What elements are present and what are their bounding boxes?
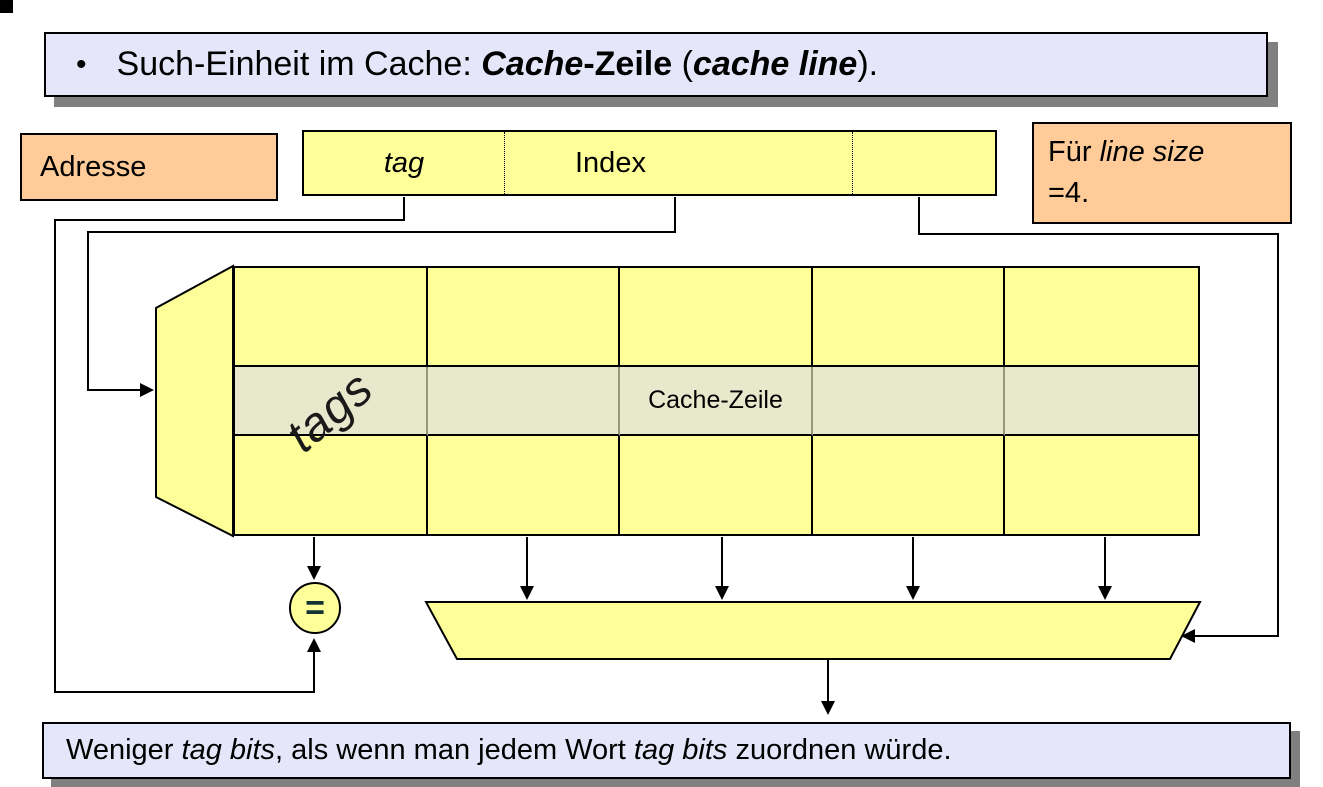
adresse-label-box: Adresse [20,133,278,201]
cache-cell [812,268,1006,367]
cache-cell [1005,268,1198,367]
equals-symbol: = [305,588,325,627]
cache-cell [813,436,1006,534]
address-field-tag: tag [304,132,505,194]
word-arrowhead [520,586,534,600]
line-size-note-line1: Für line size [1048,136,1205,168]
cache-line-label-cell: Cache-Zeile [620,367,813,436]
index-connector-arrowhead [140,383,154,397]
offset-connector-arrowhead [1181,629,1195,643]
index-connector-line [87,197,676,391]
bottom-note-text: Weniger tag bits, als wenn man jedem Wor… [66,734,952,766]
title-box: • Such-Einheit im Cache: Cache-Zeile (ca… [44,32,1268,97]
cache-line-cell [812,367,1006,436]
offset-connector-line [918,197,1279,637]
cache-cell [620,268,813,367]
line-size-note-line2: =4. [1048,176,1090,209]
tag-connector-arrowhead [307,638,321,652]
cache-line-cell [235,367,428,436]
corner-artifact [0,0,13,13]
cache-cell [427,268,621,367]
cache-line-cell [427,367,621,436]
word-arrowhead [906,586,920,600]
cache-cell [235,268,428,367]
bullet-icon: • [76,47,87,81]
cache-cell [620,436,813,534]
word-arrowhead [1098,586,1112,600]
mux-output-arrowhead [821,701,835,715]
adresse-label: Adresse [40,150,147,183]
bottom-note-box: Weniger tag bits, als wenn man jedem Wor… [42,722,1291,779]
word-arrowhead [715,586,729,600]
cache-cell [428,436,621,534]
comparator-circle: = [289,582,341,634]
address-field-index: Index [505,132,853,194]
cache-cell [235,436,428,534]
title-text: Such-Einheit im Cache: Cache-Zeile (cach… [116,45,879,83]
line-size-note-box: Für line size =4. [1032,122,1292,224]
tags-column-arrowhead [307,566,321,580]
cache-array-table: Cache-Zeile [233,266,1200,536]
mux-shape [424,601,1202,660]
tags-funnel-shape [155,264,234,538]
cache-line-cell [1005,367,1198,436]
tag-connector-line [54,197,405,693]
address-bar: tag Index [302,130,997,196]
